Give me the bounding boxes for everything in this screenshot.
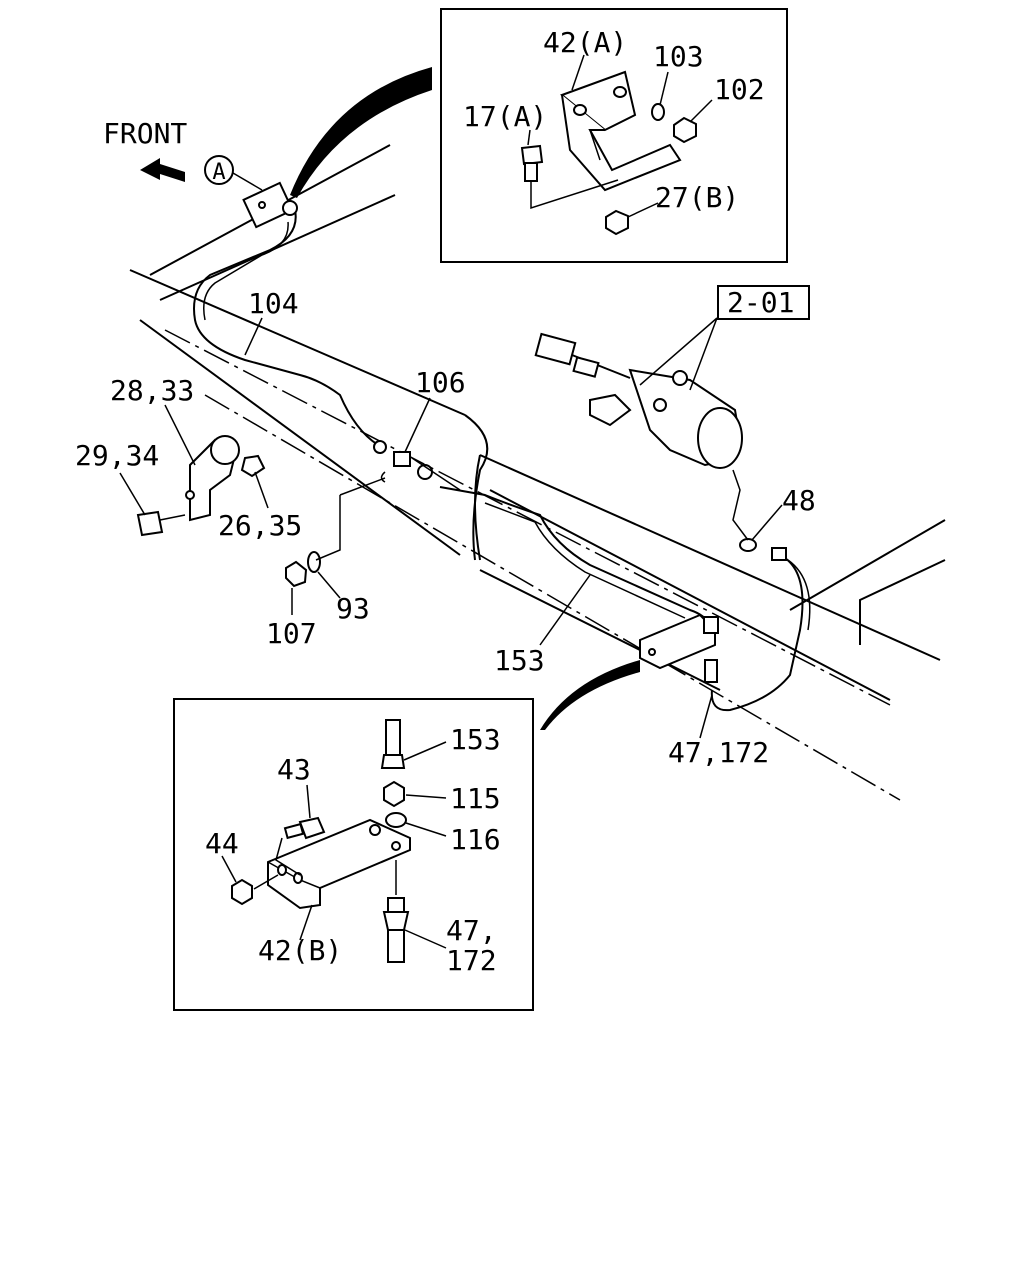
label-42a: 42(A) bbox=[543, 26, 627, 59]
label-107: 107 bbox=[266, 617, 317, 650]
label-102: 102 bbox=[714, 73, 765, 106]
label-2-01: 2-01 bbox=[727, 286, 794, 319]
brake-hose-47-172 bbox=[710, 554, 811, 712]
label-detail-42b: 42(B) bbox=[258, 934, 342, 967]
label-detail-47: 47, bbox=[446, 914, 497, 947]
label-29-34: 29,34 bbox=[75, 439, 159, 472]
label-detail-43: 43 bbox=[277, 753, 311, 786]
label-detail-116: 116 bbox=[450, 823, 501, 856]
label-detail-115: 115 bbox=[450, 782, 501, 815]
frame-rail bbox=[129, 144, 946, 801]
clip-28-33 bbox=[136, 435, 266, 537]
label-106: 106 bbox=[415, 366, 466, 399]
label-103: 103 bbox=[653, 40, 704, 73]
label-47-172: 47,172 bbox=[668, 736, 769, 769]
bracket-42b-on-rail bbox=[639, 613, 719, 683]
connector-106 bbox=[373, 440, 461, 491]
washer-48 bbox=[732, 469, 787, 561]
label-93: 93 bbox=[336, 592, 370, 625]
label-28-33: 28,33 bbox=[110, 374, 194, 407]
front-label: FRONT bbox=[103, 117, 187, 150]
callout-a-letter: A bbox=[212, 160, 225, 185]
label-detail-153: 153 bbox=[450, 723, 501, 756]
detail-box-b bbox=[173, 698, 534, 1011]
detail-box-a bbox=[440, 8, 788, 263]
label-detail-44: 44 bbox=[205, 827, 239, 860]
label-17a: 17(A) bbox=[463, 100, 547, 133]
callout-a-circle bbox=[204, 155, 234, 185]
label-2-01-box bbox=[717, 285, 810, 320]
detail-b-pointer bbox=[540, 660, 640, 730]
label-153: 153 bbox=[494, 644, 545, 677]
nut-107-washer-93 bbox=[285, 477, 386, 588]
label-48: 48 bbox=[782, 484, 816, 517]
detail-a-pointer bbox=[290, 67, 432, 198]
label-26-35: 26,35 bbox=[218, 509, 302, 542]
label-detail-172: 172 bbox=[446, 944, 497, 977]
label-27b: 27(B) bbox=[655, 181, 739, 214]
front-arrow-icon bbox=[140, 158, 185, 182]
label-104: 104 bbox=[248, 287, 299, 320]
brake-chamber bbox=[534, 332, 743, 469]
brake-pipe-104 bbox=[193, 181, 379, 446]
